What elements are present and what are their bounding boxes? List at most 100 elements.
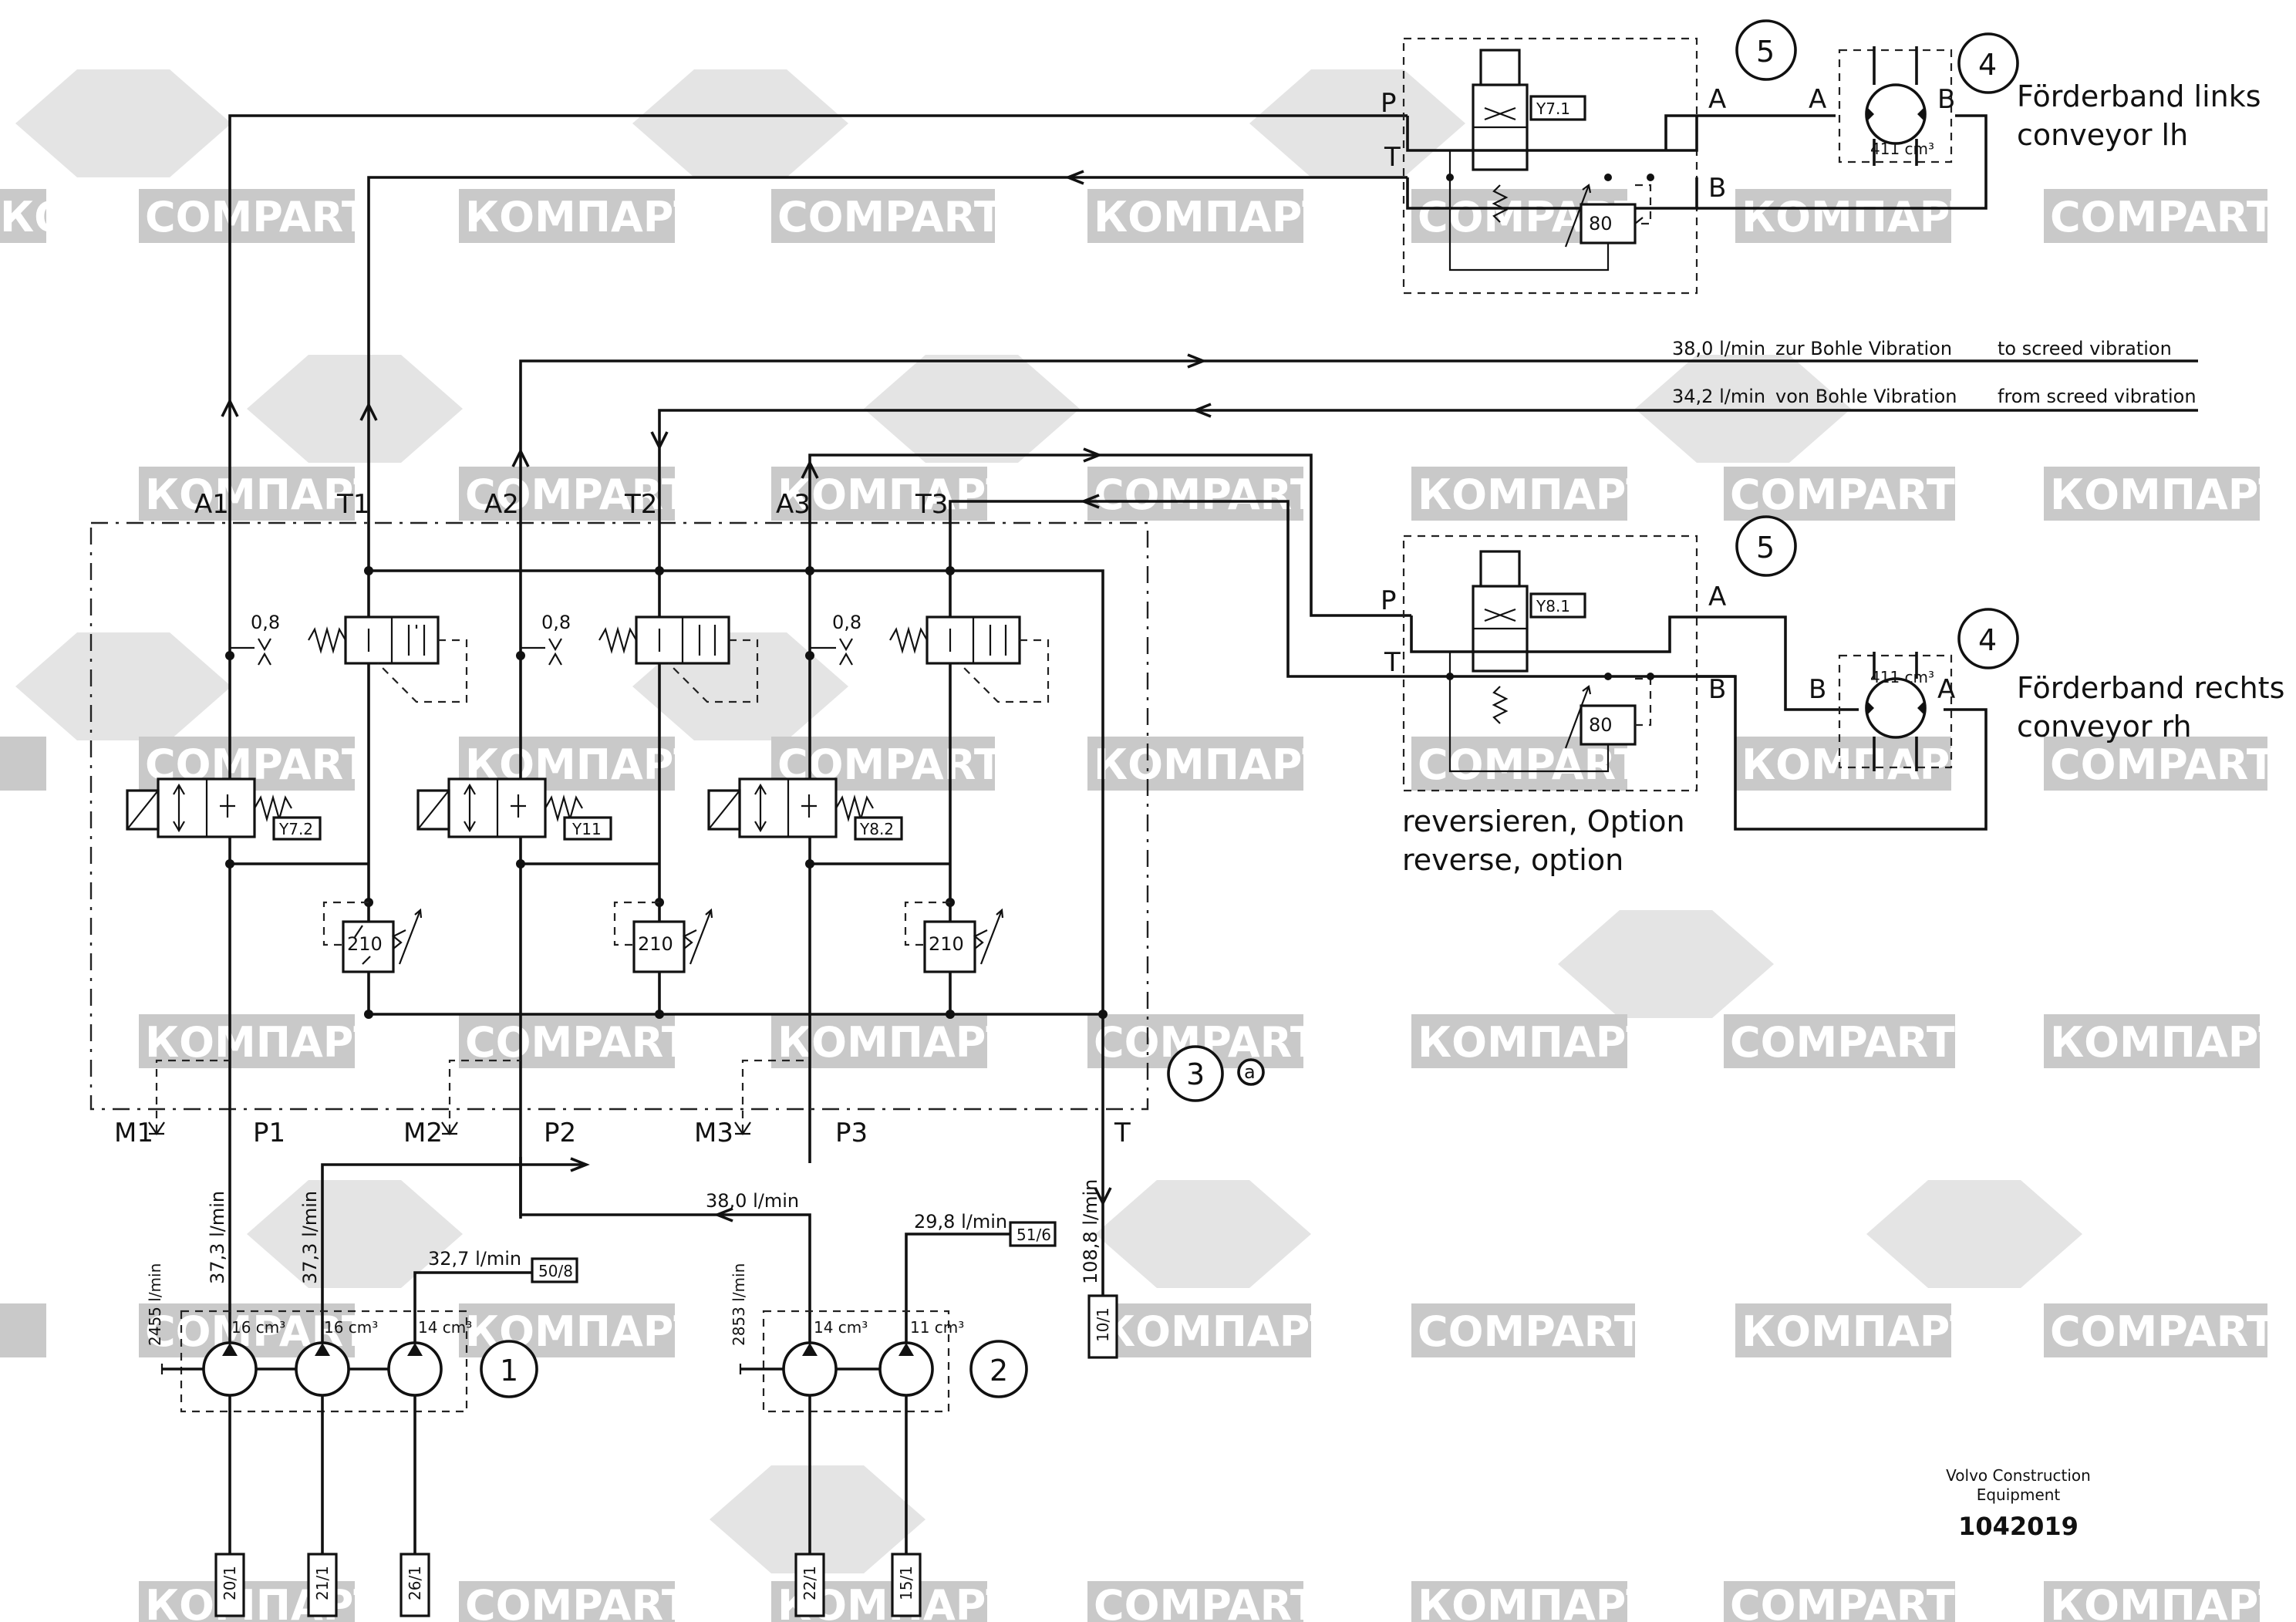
valve-block-outline [89,521,1149,1111]
conveyor-valve-lh: P T Y7.1 80 A B 5 [1381,19,1988,295]
port-label-m2: M2 [403,1118,443,1148]
watermark-text: COMPART [465,1018,690,1067]
watermark-text: КОМПАРТ [145,1581,382,1622]
valve-tag-y11: Y11 [571,820,602,838]
conveyor-valve-rh: P T Y8.1 80 A B 5 reversieren, Option re… [1381,515,1988,877]
watermark-text: КОМПАРТ [465,193,702,241]
svg-text:to screed vibration: to screed vibration [1998,338,2172,359]
watermark-text: COMPART [1418,1307,1643,1356]
svg-text:34,2 l/min: 34,2 l/min [1672,386,1765,407]
conveyor-rh-en: conveyor rh [2017,710,2192,744]
svg-text:26/1: 26/1 [406,1566,424,1600]
svg-text:14 cm³: 14 cm³ [814,1318,868,1337]
svg-text:B: B [1937,84,1955,115]
conveyor-motor-rh: 411 cm³ B A 4 Förderband rechts conveyor… [1809,608,2284,771]
watermark-text: КОМПАРТ [145,470,382,519]
svg-text:2853 l/min: 2853 l/min [730,1263,748,1346]
port-label-a1: A1 [194,489,229,520]
watermark-text: COMPART [1094,1581,1319,1622]
svg-text:from screed vibration: from screed vibration [1998,386,2197,407]
port-label-t: T [1114,1118,1131,1148]
svg-text:A: A [1937,674,1955,705]
svg-text:B: B [1708,173,1726,204]
watermark-text: COMPART [1730,1581,1955,1622]
watermark-text: КОМПАРТ [145,1018,382,1067]
watermark-text: КОМПАРТ [2050,1581,2287,1622]
reverse-de: reversieren, Option [1402,804,1685,838]
port-label-p1: P1 [253,1118,285,1148]
company-name-1: Volvo Construction [1946,1466,2091,1485]
svg-text:2455 l/min: 2455 l/min [146,1263,164,1346]
watermark-text: КОМПАРТ [1741,1307,1978,1356]
proportional-valves: Y7.2 Y11 Y8.2 [126,777,903,841]
svg-text:A: A [1708,84,1726,115]
svg-text:0,8: 0,8 [832,612,861,633]
svg-text:38,0 l/min: 38,0 l/min [1672,338,1765,359]
svg-text:32,7 l/min: 32,7 l/min [428,1248,521,1270]
svg-text:2: 2 [990,1354,1008,1388]
valve-tag-y72: Y7.2 [278,820,313,838]
svg-text:50/8: 50/8 [538,1262,573,1280]
company-name-2: Equipment [1977,1485,2061,1504]
watermark-text: КОМПАРТ [1741,740,1978,789]
svg-text:11 cm³: 11 cm³ [910,1318,964,1337]
title-block: Volvo Construction Equipment 1042019 [1946,1466,2091,1541]
port-label-t2: T2 [624,489,657,520]
watermark-text: КОМПАРТ [1094,740,1330,789]
watermark-text: COMPART [465,470,690,519]
svg-text:1: 1 [500,1354,518,1388]
svg-text:B: B [1809,674,1826,705]
reference-tags: 50/8 51/6 10/1 20/1 21/1 26/1 22/1 15/1 [214,1221,1118,1617]
flow-control-valves: 0,8 0,8 0,8 [230,612,1050,703]
watermark-text: КОМПАРТ [777,1018,1014,1067]
svg-text:38,0 l/min: 38,0 l/min [706,1190,799,1212]
port-label-a3: A3 [776,489,811,520]
conveyor-lh-de: Förderband links [2017,79,2261,113]
svg-text:15/1: 15/1 [897,1566,915,1600]
svg-text:4: 4 [1978,48,1997,82]
watermark-text: КОМПАРТ [1418,1018,1654,1067]
svg-text:A: A [1708,582,1726,612]
svg-text:P: P [1381,585,1397,616]
watermark-text: COMPART [145,193,370,241]
callout-3: 3 a [1167,1045,1265,1102]
valve-tag-y81: Y8.1 [1536,597,1570,615]
svg-text:14 cm³: 14 cm³ [418,1318,472,1337]
port-label-t1: T1 [336,489,369,520]
port-label-p3: P3 [835,1118,868,1148]
svg-text:4: 4 [1978,623,1997,657]
relief-value: 80 [1589,714,1613,736]
watermark-text: КОМПАРТ [2050,470,2287,519]
measurement-ports [148,1059,810,1135]
svg-text:21/1: 21/1 [313,1566,332,1600]
watermark-text: КОМПАРТ [1101,1307,1338,1356]
svg-text:108,8 l/min: 108,8 l/min [1080,1179,1101,1284]
svg-text:5: 5 [1756,531,1775,565]
svg-text:a: a [1244,1061,1256,1083]
watermark-text: COMPART [1418,740,1643,789]
reverse-en: reverse, option [1402,843,1623,877]
watermark-text: COMPART [777,193,1003,241]
flow-labels: 2455 l/min 37,3 l/min 37,3 l/min 2853 l/… [146,1179,1101,1346]
relief-value: 80 [1589,213,1613,234]
conveyor-lh-en: conveyor lh [2017,118,2188,152]
svg-text:37,3 l/min: 37,3 l/min [207,1191,228,1284]
svg-text:411 cm³: 411 cm³ [1870,668,1934,686]
pump-unit-1: 16 cm³ 16 cm³ 14 cm³ 1 [160,1310,538,1554]
port-label-p2: P2 [544,1118,576,1148]
svg-text:3: 3 [1186,1057,1205,1091]
relief-valves: 210 210 210 [322,901,1004,973]
pump-unit-2: 14 cm³ 11 cm³ 2 [739,1310,1028,1554]
svg-text:T: T [1384,142,1401,173]
watermark-text: COMPART [1730,1018,1955,1067]
svg-text:T: T [1384,647,1401,678]
svg-text:10/1: 10/1 [1094,1307,1112,1342]
svg-text:P: P [1381,88,1397,119]
svg-text:B: B [1708,674,1726,705]
svg-text:22/1: 22/1 [801,1566,819,1600]
port-label-t3: T3 [915,489,948,520]
svg-text:5: 5 [1756,35,1775,69]
watermark-layer: КОМПАРТ COMPART КОМПАРТ COMPART КОМПАРТ … [0,69,2287,1622]
svg-text:29,8 l/min: 29,8 l/min [914,1211,1007,1233]
